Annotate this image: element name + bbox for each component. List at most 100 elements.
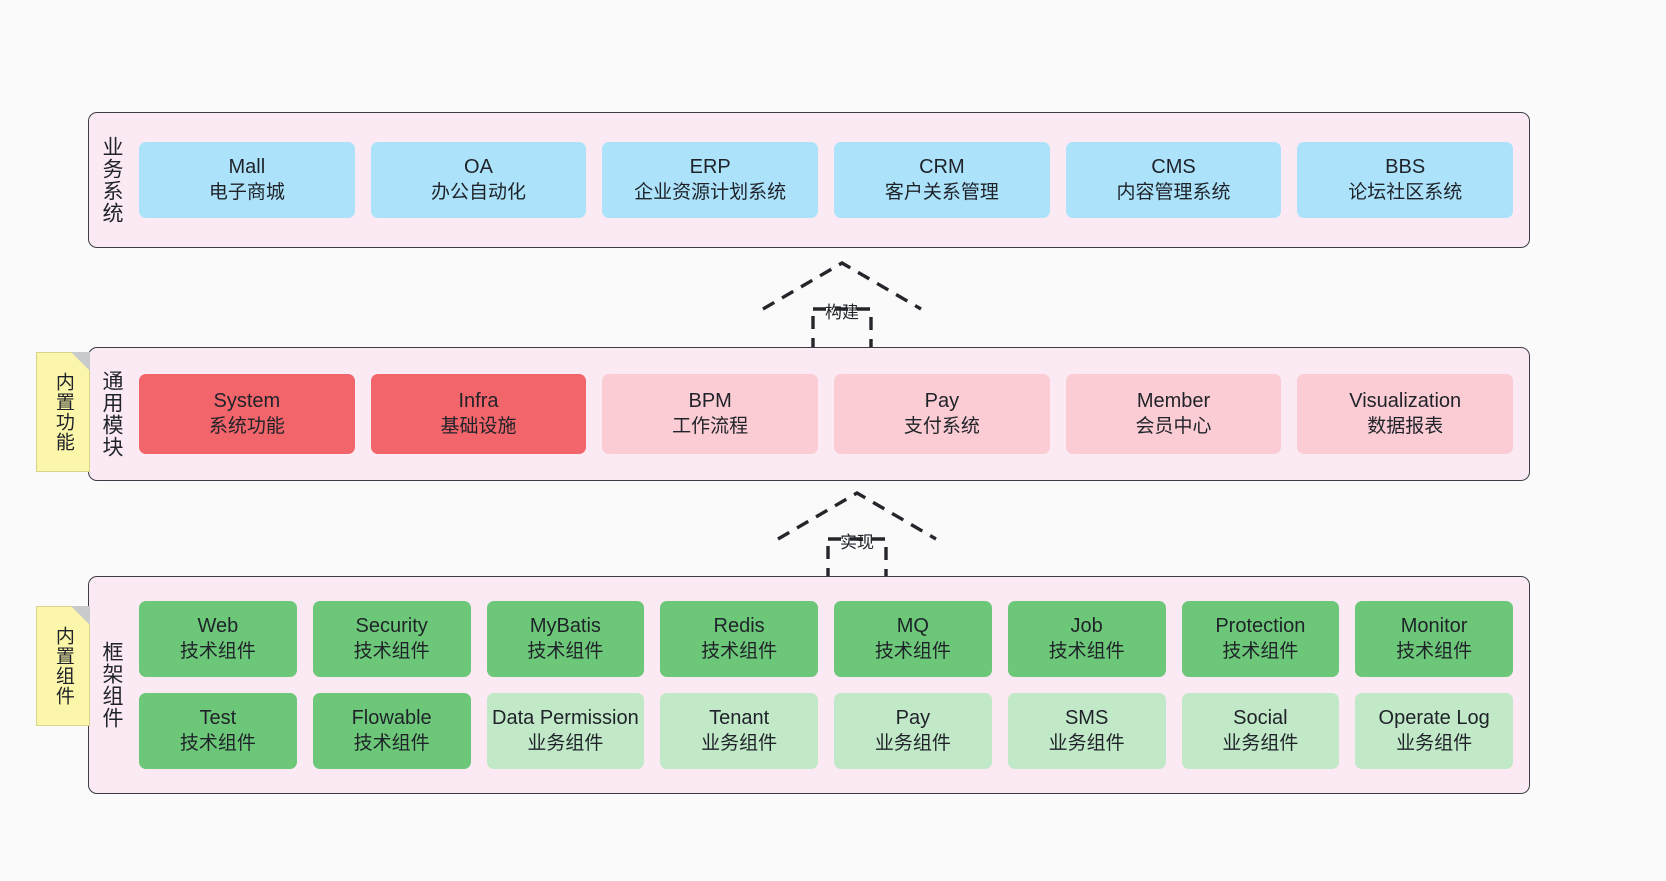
node-title: Visualization [1349,390,1462,413]
node-infra[interactable]: Infra 基础设施 [370,374,587,454]
layer-body-framework-components: Web 技术组件 Security 技术组件 MyBatis 技术组件 Redi… [133,577,1529,793]
node-title: ERP [689,156,731,179]
node-subtitle: 办公自动化 [431,181,527,203]
node-subtitle: 技术组件 [527,640,604,662]
node-subtitle: 会员中心 [1135,415,1212,437]
layer-business-systems: 业务系统 Mall 电子商城 OA 办公自动化 ERP 企业资源计划系统 CRM [88,112,1530,248]
layer-body-business-systems: Mall 电子商城 OA 办公自动化 ERP 企业资源计划系统 CRM 客户关系… [133,113,1529,247]
node-title: Pay [924,390,960,413]
node-member[interactable]: Member 会员中心 [1065,374,1282,454]
node-sms[interactable]: SMS 业务组件 [1007,693,1166,769]
node-subtitle: 技术组件 [1222,640,1299,662]
node-subtitle: 论坛社区系统 [1348,181,1463,203]
node-subtitle: 电子商城 [208,181,285,203]
node-social[interactable]: Social 业务组件 [1181,693,1340,769]
node-subtitle: 技术组件 [179,640,256,662]
node-title: Redis [713,615,765,638]
node-subtitle: 内容管理系统 [1116,181,1231,203]
node-subtitle: 技术组件 [353,640,430,662]
node-title: Operate Log [1378,707,1490,730]
node-title: System [213,390,281,413]
node-subtitle: 业务组件 [701,732,778,754]
node-subtitle: 基础设施 [440,415,517,437]
layer-label-common-modules: 通用模块 [99,370,123,458]
layer-common-modules: 通用模块 System 系统功能 Infra 基础设施 BPM 工作流程 Pay [88,347,1530,481]
node-title: Mall [228,156,266,179]
node-bpm[interactable]: BPM 工作流程 [602,374,819,454]
node-mall[interactable]: Mall 电子商城 [139,142,355,218]
layer-framework-components: 框架组件 Web 技术组件 Security 技术组件 MyBatis 技术组件… [88,576,1530,794]
node-title: Web [197,615,239,638]
node-test[interactable]: Test 技术组件 [139,693,297,769]
node-title: Social [1233,707,1288,730]
node-mq[interactable]: MQ 技术组件 [834,601,992,677]
node-title: Data Permission [492,707,639,730]
node-title: MQ [896,615,929,638]
node-title: Security [355,615,428,638]
node-title: OA [464,156,493,179]
node-subtitle: 技术组件 [701,640,778,662]
layer-body-common-modules: System 系统功能 Infra 基础设施 BPM 工作流程 Pay 支付系统… [133,348,1529,480]
node-system[interactable]: System 系统功能 [139,374,355,454]
note-builtin-functions: 内置功能 [36,352,90,472]
node-subtitle: 技术组件 [1048,640,1125,662]
node-job[interactable]: Job 技术组件 [1007,601,1166,677]
node-subtitle: 技术组件 [874,640,951,662]
node-title: CRM [919,156,965,179]
node-title: CMS [1151,156,1196,179]
node-title: BBS [1385,156,1426,179]
node-title: MyBatis [529,615,601,638]
node-title: Infra [458,390,499,413]
business-systems-row: Mall 电子商城 OA 办公自动化 ERP 企业资源计划系统 CRM 客户关系… [139,142,1514,218]
node-security[interactable]: Security 技术组件 [312,601,471,677]
node-operate-log[interactable]: Operate Log 业务组件 [1355,693,1513,769]
node-redis[interactable]: Redis 技术组件 [660,601,818,677]
node-title: Protection [1215,615,1306,638]
node-subtitle: 技术组件 [179,732,256,754]
node-flowable[interactable]: Flowable 技术组件 [312,693,471,769]
node-subtitle: 业务组件 [1048,732,1125,754]
node-pay-component[interactable]: Pay 业务组件 [834,693,992,769]
connector-build: 构建 [757,257,927,351]
note-builtin-components: 内置组件 [36,606,90,726]
layer-label-framework-components: 框架组件 [99,641,123,729]
node-title: Test [199,707,237,730]
node-subtitle: 技术组件 [353,732,430,754]
framework-tech-row: Web 技术组件 Security 技术组件 MyBatis 技术组件 Redi… [139,601,1513,677]
note-label: 内置功能 [52,372,74,452]
node-subtitle: 业务组件 [874,732,951,754]
node-subtitle: 业务组件 [1222,732,1299,754]
node-title: Flowable [351,707,432,730]
node-subtitle: 业务组件 [527,732,604,754]
node-cms[interactable]: CMS 内容管理系统 [1065,142,1282,218]
node-title: Member [1136,390,1211,413]
node-subtitle: 客户关系管理 [884,181,999,203]
node-tenant[interactable]: Tenant 业务组件 [660,693,818,769]
node-mybatis[interactable]: MyBatis 技术组件 [486,601,645,677]
connector-implement: 实现 [772,487,942,581]
node-visualization[interactable]: Visualization 数据报表 [1297,374,1514,454]
node-crm[interactable]: CRM 客户关系管理 [834,142,1050,218]
node-monitor[interactable]: Monitor 技术组件 [1355,601,1513,677]
node-title: Monitor [1400,615,1468,638]
node-title: Job [1070,615,1103,638]
node-title: SMS [1064,707,1109,730]
node-protection[interactable]: Protection 技术组件 [1181,601,1340,677]
node-pay-module[interactable]: Pay 支付系统 [834,374,1050,454]
node-subtitle: 业务组件 [1396,732,1473,754]
node-title: Pay [895,707,931,730]
node-subtitle: 工作流程 [672,415,749,437]
connector-label-implement: 实现 [840,533,874,552]
node-title: BPM [688,390,732,413]
node-bbs[interactable]: BBS 论坛社区系统 [1297,142,1514,218]
node-subtitle: 技术组件 [1396,640,1473,662]
node-title: Tenant [709,707,770,730]
node-data-permission[interactable]: Data Permission 业务组件 [486,693,645,769]
node-oa[interactable]: OA 办公自动化 [370,142,587,218]
node-erp[interactable]: ERP 企业资源计划系统 [602,142,819,218]
note-label: 内置组件 [52,626,74,706]
common-modules-row: System 系统功能 Infra 基础设施 BPM 工作流程 Pay 支付系统… [139,374,1514,454]
framework-business-row: Test 技术组件 Flowable 技术组件 Data Permission … [139,693,1513,769]
node-web[interactable]: Web 技术组件 [139,601,297,677]
